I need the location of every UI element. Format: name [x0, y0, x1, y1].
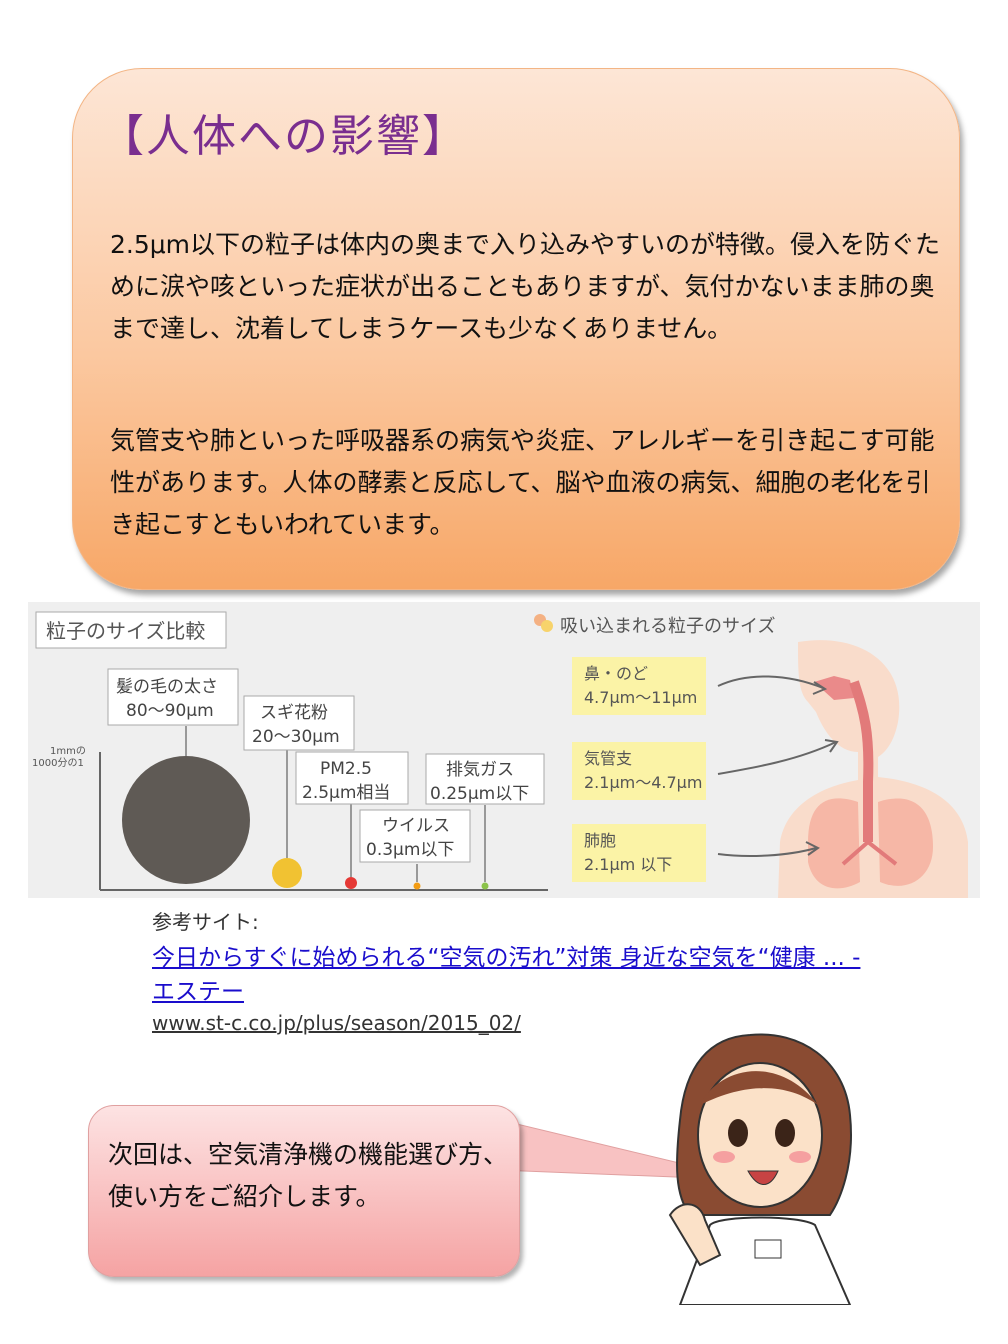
bronchi-size: 2.1μm〜4.7μm	[584, 773, 702, 792]
pollen-size: 20〜30μm	[252, 727, 340, 747]
axis-label-2: 1000分の1	[32, 757, 84, 769]
pm25-size: 2.5μm相当	[302, 783, 390, 803]
paragraph-health-effects: 気管支や肺といった呼吸器系の病気や炎症、アレルギーを引き起こす可能性があります。…	[110, 426, 935, 539]
alveoli-label: 肺胞	[584, 831, 616, 850]
hair-size: 80〜90μm	[126, 701, 214, 721]
axis-label-1: 1mmの	[50, 746, 86, 757]
nurse-illustration	[668, 1033, 852, 1305]
reference-label: 参考サイト:	[152, 910, 259, 934]
card-title: 【人体への影響】	[100, 111, 468, 162]
bronchi-label: 気管支	[584, 749, 632, 768]
info-card	[72, 68, 960, 590]
respiratory-illustration	[778, 640, 968, 898]
reference-url[interactable]: www.st-c.co.jp/plus/season/2015_02/	[152, 1011, 521, 1035]
speech-bubble	[88, 1105, 520, 1277]
figure-right-title: 吸い込まれる粒子のサイズ	[560, 616, 775, 637]
nose-label: 鼻・のど	[584, 664, 648, 683]
paragraph-penetration: 2.5μm以下の粒子は体内の奥まで入り込みやすいのが特徴。侵入を防ぐために涙や咳…	[110, 230, 941, 343]
pollen-particle	[272, 858, 302, 888]
exhaust-label: 排気ガス	[446, 760, 514, 780]
pm25-label: PM2.5	[320, 759, 372, 779]
alveoli-size: 2.1μm 以下	[584, 855, 672, 874]
exhaust-particle	[481, 882, 489, 890]
pm25-particle	[345, 877, 357, 889]
bubble-text: 次回は、空気清浄機の機能選び方、使い方をご紹介します。	[108, 1140, 509, 1211]
reference-link[interactable]: 今日からすぐに始められる“空気の汚れ”対策 身近な空気を“健康 ... - エス…	[152, 945, 861, 1005]
figure-left-title: 粒子のサイズ比較	[46, 619, 205, 643]
virus-size: 0.3μm以下	[366, 840, 454, 860]
hair-particle	[122, 756, 250, 884]
nose-size: 4.7μm〜11μm	[584, 688, 697, 707]
pollen-label: スギ花粉	[260, 703, 328, 723]
virus-particle	[413, 882, 421, 890]
hair-label: 髪の毛の太さ	[116, 677, 218, 697]
particle-size-figure: 粒子のサイズ比較 1mmの 1000分の1 髪の毛の太さ 80〜90μm スギ花…	[28, 602, 980, 898]
virus-label: ウイルス	[382, 816, 450, 836]
exhaust-size: 0.25μm以下	[430, 784, 529, 804]
